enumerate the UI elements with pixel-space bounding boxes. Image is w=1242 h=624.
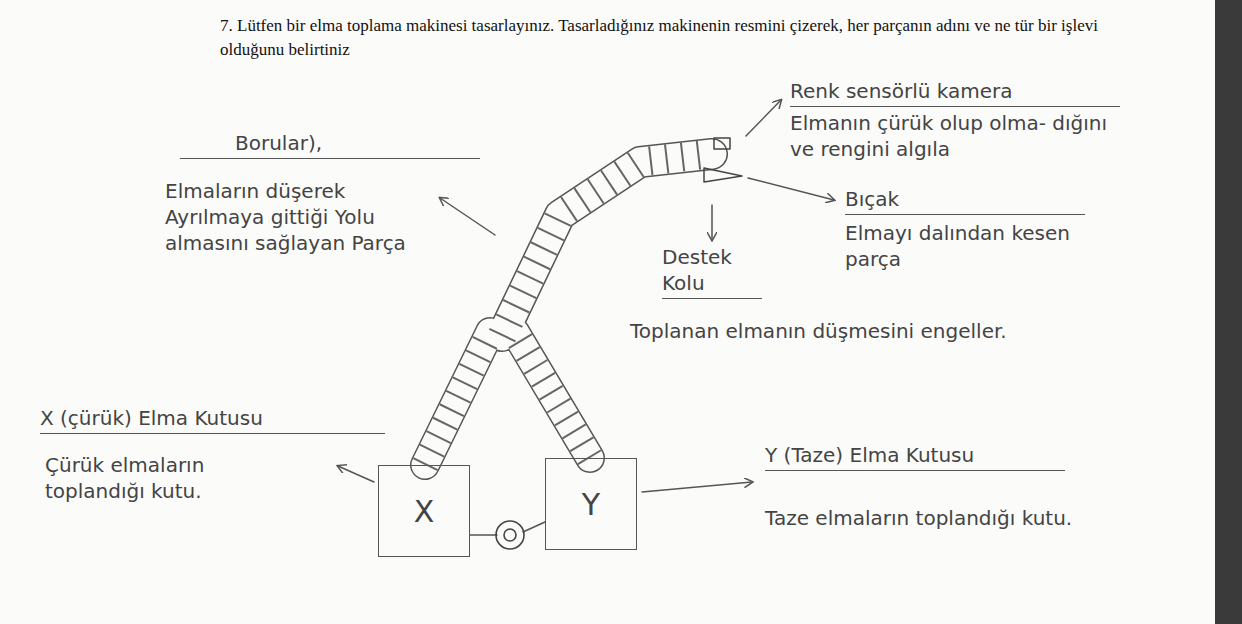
- leader-arrow: [338, 466, 374, 482]
- camera-symbol: [714, 138, 730, 149]
- leader-arrow: [711, 205, 713, 240]
- part-name: X (çürük) Elma Kutusu: [40, 405, 385, 434]
- part-description: Toplanan elmanın düşmesini engeller.: [630, 318, 1025, 344]
- leader-arrow: [642, 482, 752, 492]
- box-letter: X: [414, 494, 435, 529]
- wheel-symbol: [496, 521, 524, 549]
- question-title: 7. Lütfen bir elma toplama makinesi tasa…: [220, 14, 1100, 62]
- leader-arrow: [746, 100, 781, 136]
- part-name: Bıçak: [845, 186, 1085, 215]
- axle: [470, 534, 497, 536]
- blade-symbol: [704, 168, 742, 182]
- wheel-hub: [504, 529, 516, 541]
- tube-hatch: [425, 332, 490, 465]
- part-description: Elmaların düşerek Ayrılmaya gittiği Yolu…: [165, 178, 427, 256]
- part-description: Çürük elmaların toplandığı kutu.: [45, 452, 275, 504]
- part-name: Destek Kolu: [662, 244, 762, 299]
- part-description: Taze elmaların toplandığı kutu.: [765, 505, 1150, 531]
- desk-edge: [1215, 0, 1242, 624]
- tube-leg: [515, 332, 590, 458]
- part-description: Elmayı dalından kesen parça: [845, 220, 1100, 272]
- leader-arrow: [748, 178, 834, 200]
- part-description: Elmanın çürük olup olma- dığını ve rengi…: [790, 110, 1120, 162]
- tube-hatch: [515, 332, 590, 458]
- paper-sheet: [0, 0, 1215, 624]
- tube-leg: [425, 332, 490, 465]
- part-name: Renk sensörlü kamera: [790, 78, 1120, 107]
- box-letter: Y: [582, 487, 600, 522]
- axle: [523, 522, 545, 532]
- leader-arrow: [440, 198, 495, 235]
- part-name: Y (Taze) Elma Kutusu: [765, 442, 1065, 471]
- tube-leg: [425, 332, 490, 465]
- tube-leg: [515, 332, 590, 458]
- box-shape: Y: [545, 458, 637, 550]
- part-name: Borular),: [180, 130, 480, 159]
- box-shape: X: [378, 465, 470, 557]
